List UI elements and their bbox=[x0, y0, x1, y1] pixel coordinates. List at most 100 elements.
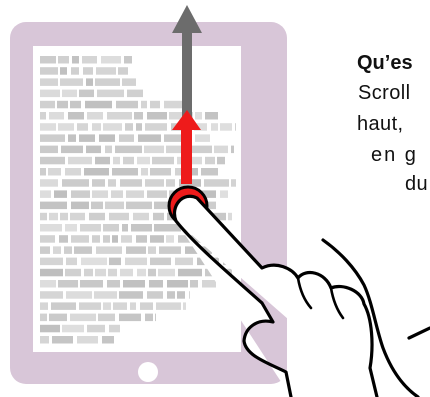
blurred-text-segment bbox=[125, 123, 133, 131]
blurred-text-segment bbox=[40, 134, 65, 142]
blurred-text-segment bbox=[92, 235, 100, 243]
blurred-text-segment bbox=[108, 268, 117, 277]
blurred-text-segment bbox=[124, 56, 132, 64]
blurred-text-segment bbox=[80, 224, 101, 232]
blurred-text-segment bbox=[51, 302, 76, 310]
blurred-text-segment bbox=[126, 190, 144, 198]
blurred-text-segment bbox=[137, 156, 150, 165]
blurred-text-segment bbox=[89, 212, 105, 221]
blurred-text-segment bbox=[158, 268, 175, 277]
blurred-text-segment bbox=[81, 257, 107, 266]
blurred-text-segment bbox=[68, 156, 92, 165]
blurred-text-segment bbox=[115, 145, 142, 154]
blurred-text-segment bbox=[70, 313, 96, 322]
blurred-text-segment bbox=[137, 268, 146, 277]
blurred-text-segment bbox=[86, 78, 93, 86]
blurred-text-segment bbox=[82, 56, 97, 64]
blurred-text-segment bbox=[40, 179, 58, 187]
blurred-text-segment bbox=[77, 336, 98, 344]
blurred-text-segment bbox=[54, 190, 67, 198]
blurred-text-segment bbox=[71, 67, 79, 75]
blurred-text-segment bbox=[152, 156, 174, 165]
blurred-text-segment bbox=[122, 78, 136, 86]
blurred-text-segment bbox=[95, 78, 120, 86]
blurred-text-segment bbox=[40, 201, 67, 210]
blurred-text-segment bbox=[126, 246, 146, 254]
blurred-text-segment bbox=[116, 100, 138, 109]
blurred-text-segment bbox=[138, 134, 161, 142]
blurred-text-segment bbox=[96, 246, 122, 254]
blurred-text-segment bbox=[145, 179, 164, 187]
blurred-text-segment bbox=[125, 257, 147, 266]
blurred-text-segment bbox=[183, 302, 186, 310]
blurred-text-segment bbox=[169, 112, 193, 120]
blurred-text-segment bbox=[70, 212, 85, 221]
blurred-text-segment bbox=[101, 56, 121, 64]
blurred-text-segment bbox=[65, 168, 81, 176]
blurred-text-segment bbox=[220, 190, 228, 198]
blurred-text-segment bbox=[40, 313, 47, 322]
blurred-text-segment bbox=[111, 190, 123, 198]
blurred-text-segment bbox=[140, 302, 153, 310]
blurred-text-segment bbox=[195, 134, 210, 142]
blurred-text-segment bbox=[164, 134, 191, 142]
blurred-text-segment bbox=[109, 257, 121, 266]
blurred-text-segment bbox=[62, 89, 77, 98]
blurred-text-segment bbox=[83, 67, 93, 75]
blurred-text-segment bbox=[148, 246, 156, 254]
blurred-text-segment bbox=[217, 156, 225, 165]
blurred-text-segment bbox=[60, 78, 83, 86]
blurred-text-segment bbox=[131, 224, 152, 232]
blurred-text-segment bbox=[185, 145, 212, 154]
blurred-text-segment bbox=[123, 156, 134, 165]
blurred-text-segment bbox=[40, 168, 46, 176]
blurred-text-segment bbox=[40, 56, 56, 64]
blurred-text-segment bbox=[49, 313, 67, 322]
blurred-text-segment bbox=[204, 179, 229, 187]
blurred-text-segment bbox=[189, 168, 198, 176]
blurred-text-segment bbox=[150, 257, 171, 266]
blurred-text-segment bbox=[40, 112, 46, 120]
caption-title: Qu’es bbox=[357, 52, 413, 74]
blurred-text-segment bbox=[86, 145, 101, 154]
blurred-text-segment bbox=[95, 268, 106, 277]
blurred-text-segment bbox=[120, 179, 142, 187]
blurred-text-segment bbox=[103, 224, 119, 232]
blurred-text-segment bbox=[105, 145, 112, 154]
swipe-arrow-icon bbox=[172, 110, 201, 184]
blurred-text-segment bbox=[40, 190, 51, 198]
blurred-text-segment bbox=[164, 100, 186, 109]
blurred-text-segment bbox=[166, 235, 174, 243]
blurred-text-segment bbox=[205, 112, 218, 120]
blurred-text-segment bbox=[190, 280, 198, 288]
blurred-text-segment bbox=[154, 201, 174, 210]
home-button-icon bbox=[138, 362, 158, 382]
blurred-text-segment bbox=[155, 313, 156, 322]
blurred-text-segment bbox=[49, 212, 58, 221]
blurred-text-segment bbox=[84, 268, 93, 277]
blurred-text-segment bbox=[74, 246, 92, 254]
blurred-text-segment bbox=[87, 324, 105, 333]
blurred-text-segment bbox=[147, 291, 163, 299]
arrow-up-icon bbox=[172, 5, 202, 136]
blurred-text-segment bbox=[102, 336, 114, 344]
blurred-text-segment bbox=[40, 280, 56, 288]
blurred-text-segment bbox=[49, 112, 64, 120]
blurred-text-segment bbox=[144, 145, 164, 154]
blurred-text-segment bbox=[123, 280, 145, 288]
blurred-text-segment bbox=[40, 212, 47, 221]
blurred-text-segment bbox=[92, 179, 105, 187]
blurred-text-segment bbox=[119, 313, 141, 322]
blurred-text-segment bbox=[95, 156, 110, 165]
blurred-text-segment bbox=[57, 100, 68, 109]
blurred-text-segment bbox=[122, 224, 128, 232]
blurred-text-segment bbox=[71, 190, 90, 198]
blurred-text-segment bbox=[126, 201, 152, 210]
blurred-text-segment bbox=[84, 168, 109, 176]
caption-line-1: Scroll bbox=[358, 82, 411, 104]
blurred-text-segment bbox=[145, 313, 153, 322]
blurred-text-segment bbox=[130, 302, 136, 310]
blurred-text-segment bbox=[79, 89, 94, 98]
blurred-text-segment bbox=[150, 100, 160, 109]
blurred-text-segment bbox=[150, 168, 171, 176]
